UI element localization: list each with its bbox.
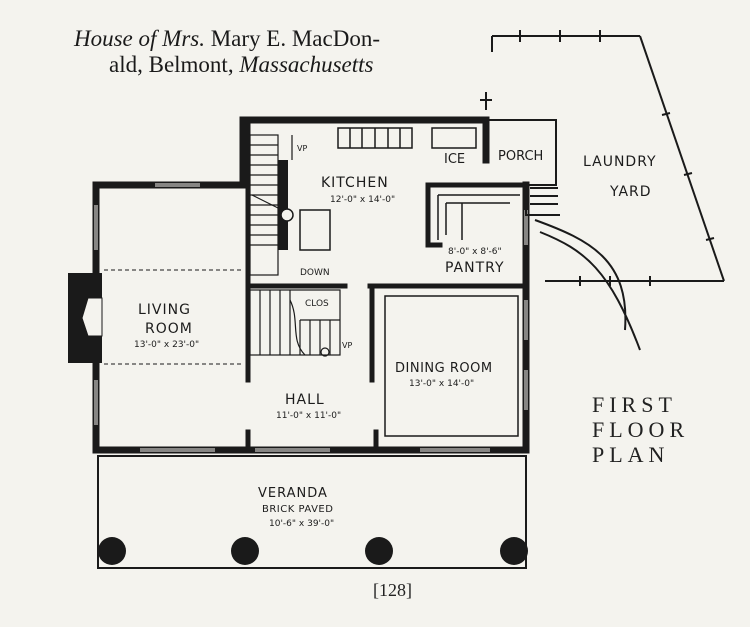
veranda-name: VERANDA [258, 486, 328, 501]
veranda-outline [97, 455, 527, 569]
ice-label: ICE [444, 152, 465, 167]
caption-state: Massachusetts [239, 52, 374, 77]
veranda-dims: 10'-6" x 39'-0" [269, 519, 334, 529]
living-room-beams [104, 269, 244, 365]
window-sill-lines [95, 184, 527, 451]
porch-label: PORCH [498, 149, 543, 164]
veranda-column [231, 537, 259, 565]
living-room-name-1: LIVING [138, 302, 191, 318]
kitchen-fixtures [280, 127, 477, 251]
living-room-name-2: ROOM [145, 321, 193, 337]
dining-room-floor-border [384, 295, 519, 437]
caption-town: ald, Belmont, [109, 52, 240, 77]
plan-title-line-3: PLAN [592, 442, 670, 467]
vent-pipe-label-lower: VP [342, 341, 352, 350]
caption-line-1: House of Mrs. Mary E. MacDon- [74, 24, 380, 54]
stairs-upper [249, 134, 293, 276]
pantry-dims: 8'-0" x 8'-6" [448, 247, 502, 257]
porch-structure [486, 119, 560, 216]
plan-title: FIRST FLOOR PLAN [592, 392, 689, 467]
veranda-sub: BRICK PAVED [262, 504, 333, 515]
fireplace-chimney [68, 273, 103, 363]
veranda-column [98, 537, 126, 565]
closet-label: CLOS [305, 299, 329, 309]
hall-dims: 11'-0" x 11'-0" [276, 411, 341, 421]
laundry-yard-fence [480, 30, 725, 286]
veranda-column [500, 537, 528, 565]
vent-pipe-label-upper: VP [297, 144, 307, 153]
pantry-shelves [437, 194, 520, 240]
laundry-yard-label-2: YARD [609, 184, 652, 200]
caption-italic-prefix: House of Mrs. [74, 26, 205, 51]
kitchen-name: KITCHEN [321, 175, 389, 191]
kitchen-dims: 12'-0" x 14'-0" [330, 195, 395, 205]
page-number: [128] [373, 580, 412, 600]
caption-line-2: ald, Belmont, Massachusetts [109, 50, 374, 80]
caption-owner-name: Mary E. MacDon- [204, 26, 380, 51]
veranda-columns [98, 537, 528, 565]
dining-room-name: DINING ROOM [395, 361, 493, 376]
walkway-path [534, 219, 641, 351]
down-label: DOWN [300, 268, 330, 278]
interior-walls [245, 117, 529, 453]
plan-title-line-2: FLOOR [592, 417, 690, 442]
dining-room-dims: 13'-0" x 14'-0" [409, 379, 474, 389]
plan-title-line-1: FIRST [592, 392, 677, 417]
laundry-yard-label-1: LAUNDRY [583, 154, 657, 170]
pantry-name: PANTRY [445, 260, 505, 276]
hall-name: HALL [285, 392, 325, 408]
stairs-lower [249, 289, 341, 357]
living-room-dims: 13'-0" x 23'-0" [134, 340, 199, 350]
veranda-column [365, 537, 393, 565]
